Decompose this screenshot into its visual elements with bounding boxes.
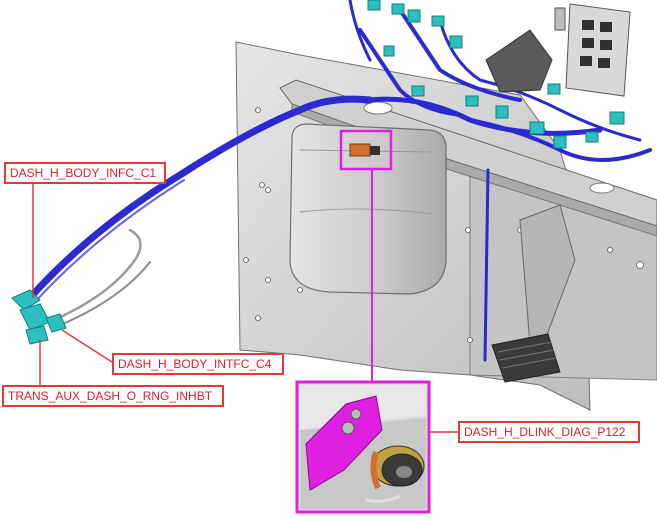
mounting-bracket — [485, 29, 553, 93]
leader-lines — [32, 169, 458, 433]
zoom-inset — [295, 380, 431, 514]
connector-cluster — [367, 0, 625, 149]
brake-pedal — [491, 204, 576, 383]
wire-harness — [24, 0, 652, 362]
body-interface-connectors — [11, 289, 67, 345]
callout-dash-h-body-infc-c1: DASH_H_BODY_INFC_C1 — [4, 162, 166, 184]
diagnostic-connector-highlight — [339, 129, 393, 171]
switch-panel — [554, 3, 631, 97]
callout-trans-aux-dash-o-rng-inhbt: TRANS_AUX_DASH_O_RNG_INHBT — [2, 385, 224, 407]
callout-dash-h-dlink-diag-p122: DASH_H_DLINK_DIAG_P122 — [458, 421, 640, 443]
callout-dash-h-body-intfc-c4: DASH_H_BODY_INTFC_C4 — [112, 353, 284, 375]
